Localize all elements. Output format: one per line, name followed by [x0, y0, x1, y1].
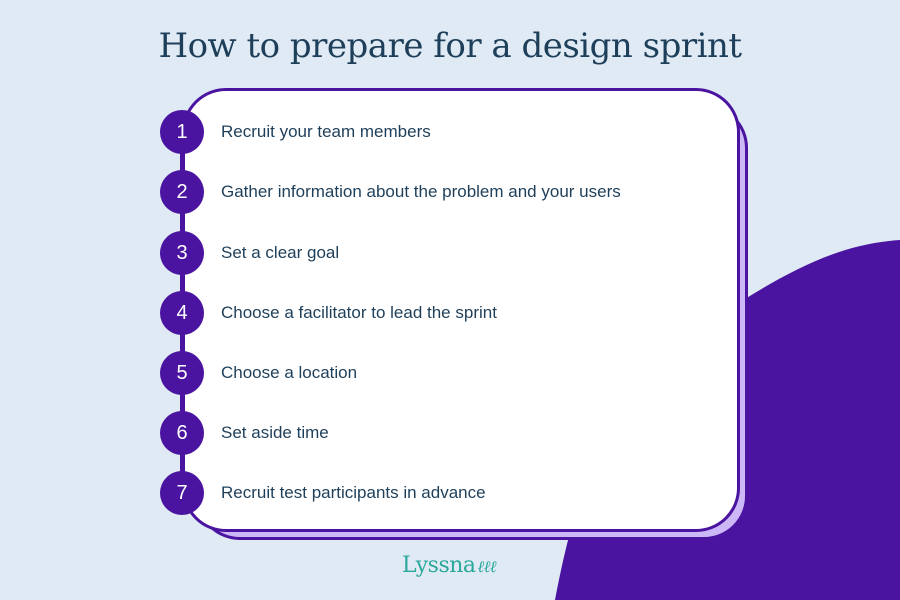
- page-title: How to prepare for a design sprint: [158, 26, 742, 66]
- step-number-badge: 1: [160, 110, 204, 154]
- step-number-badge: 2: [160, 170, 204, 214]
- steps-card: [182, 88, 740, 532]
- step-7: 7 Recruit test participants in advance: [160, 471, 486, 515]
- step-label: Recruit your team members: [221, 122, 431, 141]
- step-3: 3 Set a clear goal: [160, 231, 339, 275]
- step-5: 5 Choose a location: [160, 351, 357, 395]
- step-number-badge: 7: [160, 471, 204, 515]
- step-4: 4 Choose a facilitator to lead the sprin…: [160, 291, 497, 335]
- step-6: 6 Set aside time: [160, 411, 329, 455]
- step-label: Set aside time: [221, 423, 329, 442]
- step-1: 1 Recruit your team members: [160, 110, 431, 154]
- step-label: Choose a facilitator to lead the sprint: [221, 303, 497, 322]
- step-number-badge: 5: [160, 351, 204, 395]
- step-label: Choose a location: [221, 363, 358, 382]
- step-label: Set a clear goal: [221, 243, 340, 262]
- step-2: 2 Gather information about the problem a…: [160, 170, 621, 214]
- step-number-badge: 3: [160, 231, 204, 275]
- step-label: Recruit test participants in advance: [221, 483, 486, 502]
- step-label: Gather information about the problem and…: [221, 182, 621, 201]
- brand-name: Lyssna: [402, 553, 476, 578]
- step-number-badge: 4: [160, 291, 204, 335]
- step-number-badge: 6: [160, 411, 204, 455]
- brand-mark-icon: ℓℓℓ: [477, 557, 497, 576]
